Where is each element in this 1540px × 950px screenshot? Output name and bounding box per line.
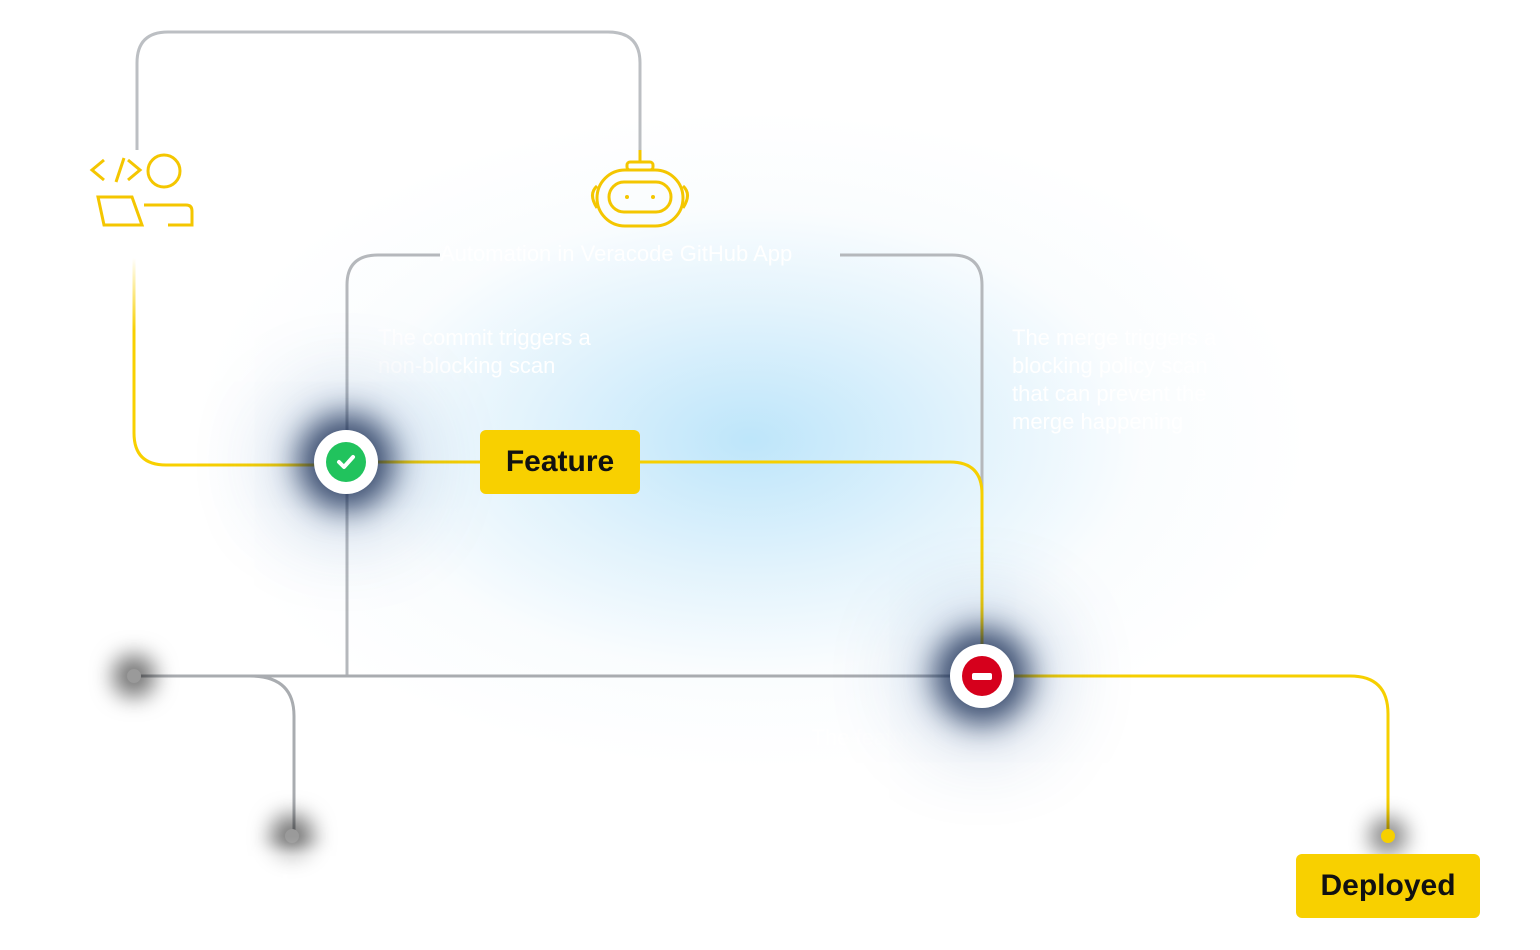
top-note-line1: Developer commits code [380,56,623,81]
merge-scan-note-4: merge happening [1012,409,1184,434]
main-start-dot [127,669,141,683]
deploy-note-3: deployed to [1296,595,1410,620]
merge-scan-note-2: blocking policy scan [1012,353,1208,378]
feature-label: Feature [480,430,640,494]
merge-scan-note-1: The merge triggers a [1012,325,1217,350]
developer-commit-line [132,258,320,467]
commit-scan-note-1: The commit triggers a [378,325,591,350]
dev-to-bot-line [135,30,642,150]
automation-label: Automation in Veracode GitHub App [440,241,793,266]
deploy-note-1: Code in the main [1296,539,1463,564]
commit-scan-note-2: non-blocking scan [378,353,556,378]
merge-scan-note-3: that can prevent the [1012,381,1207,406]
deploy-note-2: branch is [1296,567,1386,592]
main-deploy-dot [285,829,299,843]
deployed-faded-label: Deployed [200,856,384,918]
feature-branch-line [378,460,984,645]
robot-icon [591,150,689,228]
merge-deploy-line [1012,674,1390,833]
merged-back-note-1: The feature branch is merged back [811,725,1153,750]
developer-code-icon [89,153,194,227]
deploy-note-4: production [1296,623,1399,648]
merged-back-note-2: into the main branch [882,753,1082,778]
automation-loop-line [345,253,984,675]
top-note-line2: to the feature branch [380,99,584,124]
commit-scan-node [314,430,378,494]
main-deploy-line [249,674,296,833]
merge-scan-node [950,644,1014,708]
blocked-icon [962,656,1002,696]
deployed-label: Deployed [1296,854,1480,918]
feature-deploy-dot [1381,829,1395,843]
main-branch-label: Main [20,658,89,691]
check-icon [326,442,366,482]
